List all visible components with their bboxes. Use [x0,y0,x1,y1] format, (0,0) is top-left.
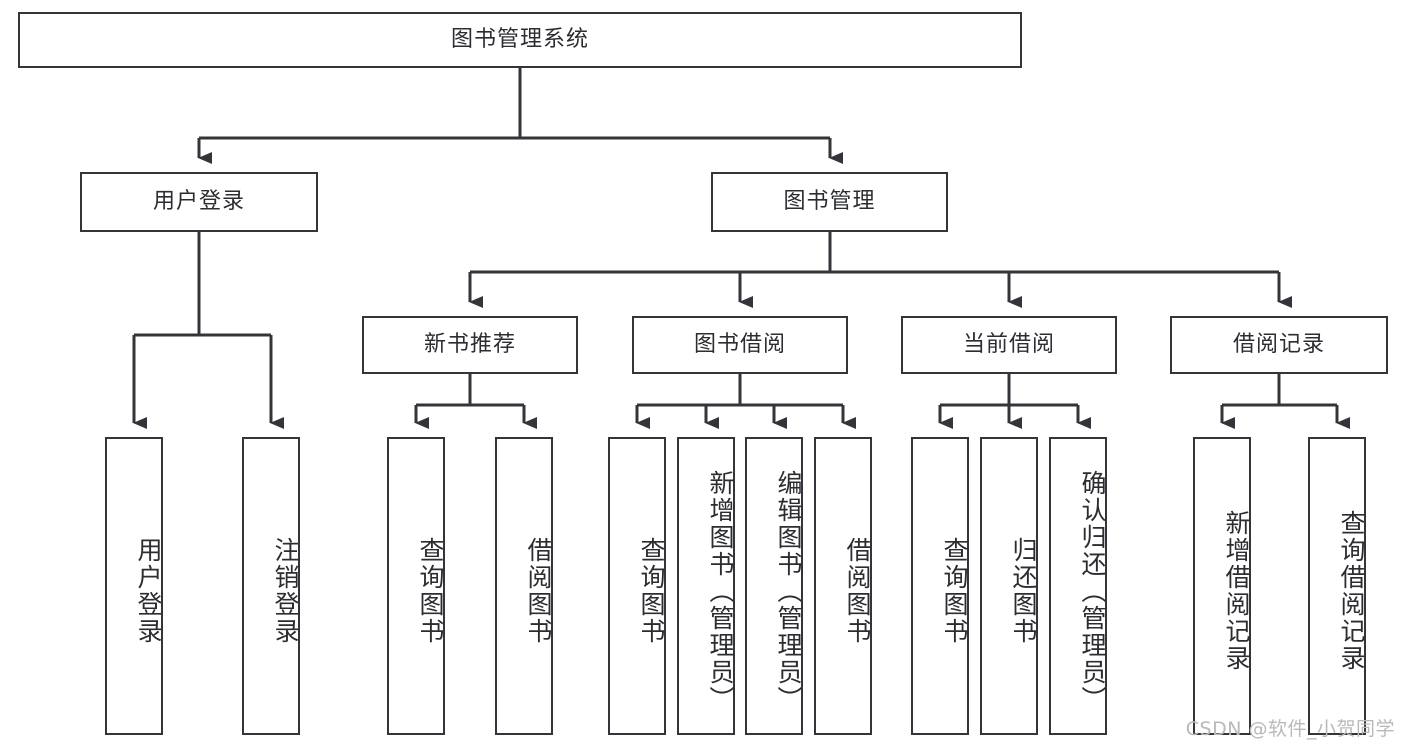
node-leaf-confirm-return[interactable]: 确认归还（管理员） [1049,437,1107,735]
node-leaf-return-book-label: 归还图书 [1009,537,1038,645]
node-book-manage[interactable]: 图书管理 [711,172,948,232]
node-leaf-query-book-1-label: 查询图书 [416,537,445,645]
node-book-borrow-label: 图书借阅 [693,331,786,357]
node-book-manage-label: 图书管理 [783,188,876,214]
node-user-login-label: 用户登录 [152,188,245,214]
node-leaf-query-book-1[interactable]: 查询图书 [387,437,445,735]
node-current-borrow[interactable]: 当前借阅 [901,316,1117,374]
node-leaf-edit-book-label: 编辑图书（管理员） [774,469,803,713]
node-leaf-user-logout[interactable]: 注销登录 [242,437,300,735]
node-new-book-recommend-label: 新书推荐 [423,331,516,357]
node-borrow-record-label: 借阅记录 [1232,331,1325,357]
node-user-login[interactable]: 用户登录 [80,172,318,232]
node-root[interactable]: 图书管理系统 [18,12,1022,68]
node-leaf-return-book[interactable]: 归还图书 [980,437,1038,735]
node-leaf-confirm-return-label: 确认归还（管理员） [1078,469,1107,713]
node-leaf-add-record[interactable]: 新增借阅记录 [1193,437,1251,735]
node-leaf-query-book-3[interactable]: 查询图书 [911,437,969,735]
node-leaf-borrow-book-2-label: 借阅图书 [843,537,872,645]
node-leaf-add-book[interactable]: 新增图书（管理员） [677,437,735,735]
node-current-borrow-label: 当前借阅 [962,331,1055,357]
node-leaf-edit-book[interactable]: 编辑图书（管理员） [745,437,803,735]
node-leaf-query-record-label: 查询借阅记录 [1337,510,1366,672]
node-new-book-recommend[interactable]: 新书推荐 [362,316,578,374]
node-leaf-add-record-label: 新增借阅记录 [1222,510,1251,672]
node-leaf-user-logout-label: 注销登录 [271,537,300,645]
node-leaf-user-login-label: 用户登录 [134,537,163,645]
node-leaf-query-book-2-label: 查询图书 [637,537,666,645]
node-borrow-record[interactable]: 借阅记录 [1170,316,1388,374]
node-leaf-borrow-book-1-label: 借阅图书 [524,537,553,645]
node-root-label: 图书管理系统 [450,26,589,52]
node-leaf-add-book-label: 新增图书（管理员） [706,469,735,713]
node-leaf-borrow-book-1[interactable]: 借阅图书 [495,437,553,735]
node-leaf-query-book-2[interactable]: 查询图书 [608,437,666,735]
node-book-borrow[interactable]: 图书借阅 [632,316,848,374]
node-leaf-user-login[interactable]: 用户登录 [105,437,163,735]
node-leaf-query-record[interactable]: 查询借阅记录 [1308,437,1366,735]
node-leaf-borrow-book-2[interactable]: 借阅图书 [814,437,872,735]
node-leaf-query-book-3-label: 查询图书 [940,537,969,645]
watermark: CSDN @软件_小贺同学 [1185,718,1395,740]
